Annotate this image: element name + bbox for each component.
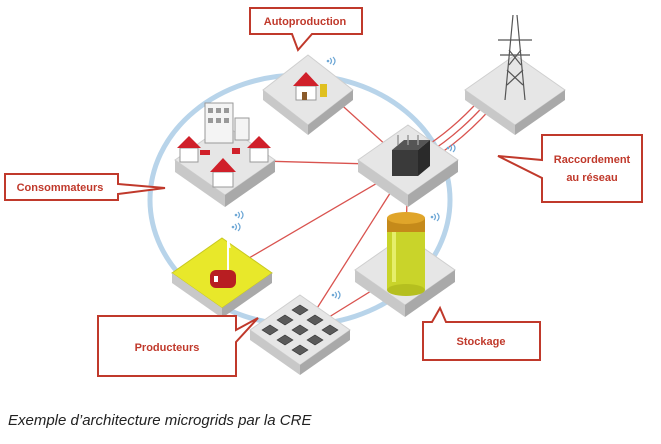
platform-autoproduction (262, 54, 354, 135)
callout-consommateurs-label: Consommateurs (17, 182, 104, 194)
battery-icon (387, 212, 425, 296)
platform-raccordement (357, 124, 459, 207)
wind-farm-icon (210, 229, 237, 288)
platform-reseau (464, 14, 566, 135)
callout-consommateurs: Consommateurs (4, 173, 166, 201)
callout-producteurs: Producteurs (97, 315, 259, 377)
wifi-signal-icon (231, 222, 241, 232)
solar-panel-icon (261, 304, 339, 356)
figure-caption: Exemple d’architecture microgrids par la… (8, 412, 312, 429)
city-block-icon (177, 102, 271, 188)
transformer-icon (392, 135, 430, 176)
callout-producteurs-label: Producteurs (135, 342, 200, 354)
callout-stockage: Stockage (422, 305, 541, 361)
pylon-icon (498, 14, 532, 101)
platform-solaire (249, 290, 351, 375)
house-icon (293, 72, 327, 101)
callout-autoproduction: Autoproduction (249, 7, 363, 52)
callout-raccordement-label-line1: Raccordement (554, 154, 631, 166)
wifi-signal-icon (331, 290, 341, 300)
wifi-signal-icon (326, 56, 336, 66)
platform-producteurs (171, 222, 273, 318)
callout-autoproduction-label: Autoproduction (264, 16, 347, 28)
wifi-signal-icon (430, 212, 440, 222)
platform-stockage (354, 212, 456, 317)
callout-raccordement-label-line2: au réseau (566, 172, 617, 184)
platform-consommateurs (174, 102, 276, 220)
callout-stockage-label: Stockage (457, 336, 506, 348)
callout-raccordement: Raccordement au réseau (497, 134, 643, 203)
wifi-signal-icon (446, 143, 456, 153)
wifi-signal-icon (234, 210, 244, 220)
